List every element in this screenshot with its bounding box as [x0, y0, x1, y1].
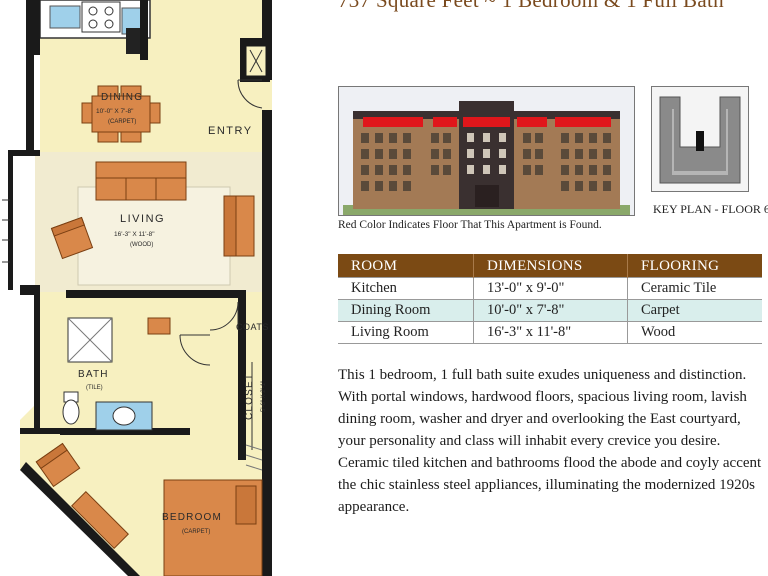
closet-shelves [245, 444, 263, 471]
living-floor: (WOOD) [130, 242, 153, 248]
table-row: Dining Room 10'-0" x 7'-8" Carpet [338, 299, 762, 322]
coats-door-swing [209, 301, 239, 331]
closet-name: CLOSET [244, 373, 255, 420]
key-plan-image [651, 86, 749, 192]
diagonal-wall [20, 462, 140, 576]
bath-floor: (TILE) [86, 385, 103, 391]
dresser [71, 491, 129, 549]
cell-flooring: Carpet [627, 299, 762, 322]
living-dims: 16'-3" X 11'-8" [114, 231, 155, 238]
bath-name: BATH [78, 369, 109, 380]
sofa [95, 161, 187, 201]
bath-door-swing [179, 334, 211, 366]
walls [8, 0, 272, 576]
bedroom-name: BEDROOM [162, 512, 222, 523]
table-row: Living Room 16'-3" x 11'-8" Wood [338, 321, 762, 344]
bed [163, 479, 263, 576]
entry-label: ENTRY [208, 125, 253, 137]
apartment-description: This 1 bedroom, 1 full bath suite exudes… [338, 367, 762, 515]
key-plan-map [652, 87, 748, 191]
closet-dims: 5'-6" X 2'-1" [261, 381, 267, 412]
dining-floor: (CARPET) [108, 119, 136, 125]
building-elevation [339, 87, 634, 215]
floor-plan: ENTRY DINING 10'-0" X 7'-8" (CARPET) LIV… [2, 0, 272, 576]
page-title: 737 Square Feet ~ 1 Bedroom & 1 Full Bat… [338, 0, 724, 12]
cell-room: Living Room [338, 321, 474, 344]
cell-dimensions: 10'-0" x 7'-8" [473, 299, 628, 322]
living-carpet-outline [77, 186, 231, 286]
vanity [95, 401, 153, 431]
header-flooring: FLOORING [627, 254, 762, 278]
bedroom-chair [35, 442, 81, 488]
cell-flooring: Wood [627, 321, 762, 344]
armchair [50, 216, 94, 260]
stove-icon [81, 1, 121, 33]
cell-dimensions: 13'-0" x 9'-0" [473, 277, 628, 300]
header-dimensions: DIMENSIONS [473, 254, 628, 278]
table-header-row: ROOM DIMENSIONS FLOORING [338, 254, 762, 278]
key-plan-label: KEY PLAN - FLOOR 6 [653, 202, 768, 216]
side-table [147, 317, 171, 335]
living-name: LIVING [120, 213, 165, 225]
table-row: Kitchen 13'-0" x 9'-0" Ceramic Tile [338, 277, 762, 300]
dining-name: DINING [101, 92, 143, 103]
loveseat [223, 195, 255, 257]
cell-room: Dining Room [338, 299, 474, 322]
header-room: ROOM [338, 254, 474, 278]
shower [67, 317, 113, 363]
bedroom-floor: (CARPET) [182, 529, 210, 535]
entry-door-swing [237, 79, 263, 109]
kitchen-sink [49, 5, 81, 29]
cell-flooring: Ceramic Tile [627, 277, 762, 300]
dining-dims: 10'-0" X 7'-8" [96, 108, 134, 115]
coats-label: COATS [236, 322, 269, 332]
windows [2, 199, 10, 263]
cell-room: Kitchen [338, 277, 474, 300]
elevation-caption: Red Color Indicates Floor That This Apar… [338, 219, 602, 231]
building-elevation-image [338, 86, 635, 216]
room-dimensions-table: ROOM DIMENSIONS FLOORING Kitchen 13'-0" … [338, 254, 762, 344]
toilet-icon [62, 391, 80, 425]
dining-table [81, 85, 161, 143]
cell-dimensions: 16'-3" x 11'-8" [473, 321, 628, 344]
